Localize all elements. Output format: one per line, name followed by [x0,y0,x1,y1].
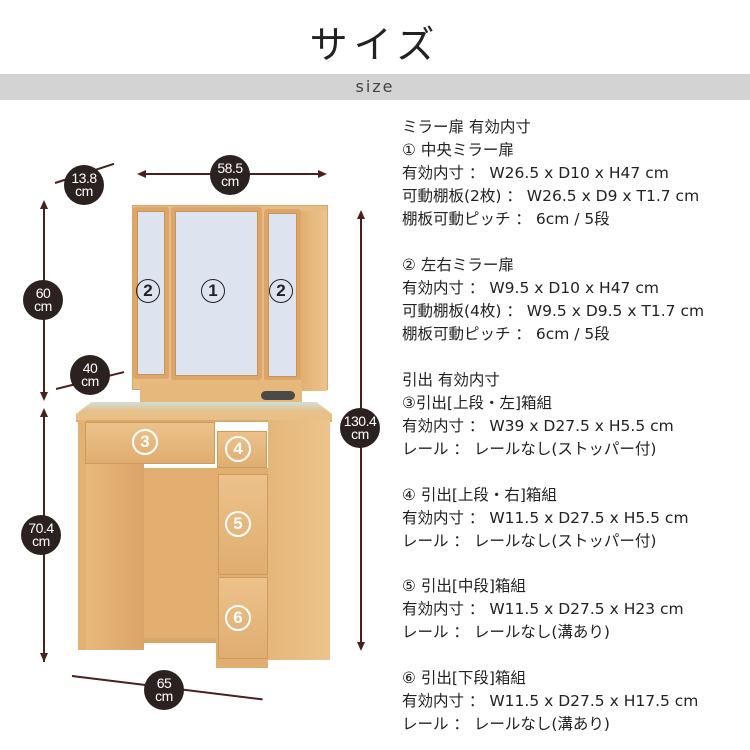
center-mirror-title: ① 中央ミラー扉 [402,141,514,159]
power-outlet-icon [261,391,295,400]
drawer-5-specs: ⑤ 引出[中段]箱組 有効内寸 ： W11.5 x D27.5 x H23 cm… [402,575,684,644]
arrow-up-icon [357,210,365,219]
spec-line: 有効内寸 ： W11.5 x D27.5 x H17.5 cm [402,692,699,710]
subtitle-text: size [355,77,395,96]
drawer-6-title: ⑥ 引出[下段]箱組 [402,669,526,687]
desk-back-panel [143,468,216,638]
arrow-down-icon [40,653,48,662]
drawer-5-title: ⑤ 引出[中段]箱組 [402,577,526,595]
badge-desk-height: 70.4 cm [21,515,61,555]
badge-mirror-width: 58.5 cm [210,155,250,195]
spec-line: レール ： レールなし(溝あり) [402,623,610,641]
subtitle-bar: size [0,74,750,100]
marker-drawer-5: 5 [225,511,251,537]
marker-drawer-4: 4 [225,436,251,462]
mirror-specs: ミラー扉 有効内寸 ① 中央ミラー扉 有効内寸 ： W26.5 x D10 x … [402,116,699,231]
spec-line: 有効内寸 ： W9.5 x D10 x H47 cm [402,279,659,297]
spec-line: 有効内寸 ： W11.5 x D27.5 x H23 cm [402,600,684,618]
badge-mirror-height: 60 cm [23,280,63,320]
badge-total-height: 130.4 cm [340,408,380,448]
marker-drawer-3: 3 [132,429,158,455]
spec-line: 有効内寸 ： W11.5 x D27.5 x H5.5 cm [402,509,689,527]
spec-line: レール ： レールなし(ストッパー付) [402,440,657,458]
arrow-up-icon [40,408,48,417]
marker-center-mirror: 1 [201,279,225,303]
mirror-cabinet-side [301,211,327,391]
arrow-down-icon [357,642,365,651]
desk-top-glass [76,402,332,422]
drawer-4-title: ④ 引出[上段・右]箱組 [402,486,557,504]
marker-side-mirror-right: 2 [269,279,293,303]
side-mirror-specs: ② 左右ミラー扉 有効内寸 ： W9.5 x D10 x H47 cm 可動棚板… [402,254,704,346]
arrow-left-icon [137,170,146,178]
side-mirror-title: ② 左右ミラー扉 [402,256,514,274]
badge-desk-width: 65 cm [144,670,184,710]
arrow-right-icon [318,170,327,178]
spec-line: 可動棚板(4枚) ： W9.5 x D9.5 x T1.7 cm [402,302,705,320]
drawer-specs-heading: 引出 有効内寸 [402,371,500,389]
arrow-down-icon [40,392,48,401]
spec-line: 可動棚板(2枚) ： W26.5 x D9 x T1.7 cm [402,187,700,205]
spec-line: レール ： レールなし(溝あり) [402,715,610,733]
spec-line: 有効内寸 ： W39 x D27.5 x H5.5 cm [402,417,674,435]
spec-line: 棚板可動ピッチ ： 6cm / 5段 [402,325,610,343]
drawer-3-title: ③引出[上段・左]箱組 [402,394,552,412]
drawer-specs: 引出 有効内寸 ③引出[上段・左]箱組 有効内寸 ： W39 x D27.5 x… [402,369,674,461]
arrow-up-icon [40,200,48,209]
mirror-specs-heading: ミラー扉 有効内寸 [402,118,531,136]
spec-line: 棚板可動ピッチ ： 6cm / 5段 [402,210,610,228]
spec-line: レール ： レールなし(ストッパー付) [402,532,657,550]
badge-desk-depth: 40 cm [70,355,110,395]
desk-left-panel [86,462,144,650]
page-title: サイズ [309,23,441,67]
spec-line: 有効内寸 ： W26.5 x D10 x H47 cm [402,164,669,182]
badge-mirror-depth: 13.8 cm [64,165,104,205]
desk-left-edge [78,420,86,650]
marker-drawer-6: 6 [225,605,251,631]
drawer-6-specs: ⑥ 引出[下段]箱組 有効内寸 ： W11.5 x D27.5 x H17.5 … [402,667,698,736]
desk-right-panel [268,420,330,660]
marker-side-mirror-left: 2 [136,279,160,303]
drawer-4-specs: ④ 引出[上段・右]箱組 有効内寸 ： W11.5 x D27.5 x H5.5… [402,484,689,553]
